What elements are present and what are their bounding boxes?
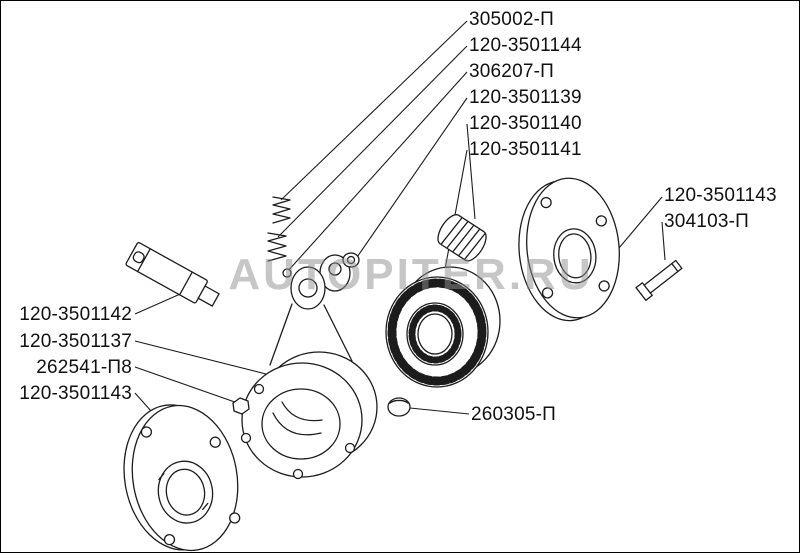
part-label: 120-3501139 bbox=[469, 87, 582, 108]
part-label: 120-3501140 bbox=[469, 113, 582, 134]
part-label: 120-3501137 bbox=[19, 331, 132, 352]
part-label: 120-3501141 bbox=[469, 139, 582, 160]
watermark: AUTOPITER.RU bbox=[228, 250, 593, 299]
plug-drawing bbox=[387, 397, 411, 417]
part-label: 304103-П bbox=[664, 211, 749, 232]
bolt-drawing bbox=[635, 259, 683, 301]
cover-plate-left-drawing bbox=[123, 404, 241, 552]
spring-drawings bbox=[267, 196, 291, 262]
cover-plate-right-drawing bbox=[518, 177, 620, 322]
hex-bolt-drawing bbox=[232, 397, 250, 415]
worm-gear-drawing bbox=[385, 266, 501, 388]
part-label: 120-3501144 bbox=[469, 35, 582, 56]
part-label: 120-3501143 bbox=[19, 383, 132, 404]
worm-drawing bbox=[437, 214, 487, 262]
camshaft-end-drawing bbox=[125, 242, 220, 307]
ball-drawing bbox=[282, 268, 292, 278]
part-label: 306207-П bbox=[469, 61, 554, 82]
part-label: 262541-П8 bbox=[36, 357, 132, 378]
part-label: 305002-П bbox=[469, 9, 554, 30]
part-label: 120-3501142 bbox=[19, 304, 132, 325]
part-label: 260305-П bbox=[471, 404, 556, 425]
adjuster-housing-drawing bbox=[232, 252, 378, 480]
part-label: 120-3501143 bbox=[664, 185, 777, 206]
